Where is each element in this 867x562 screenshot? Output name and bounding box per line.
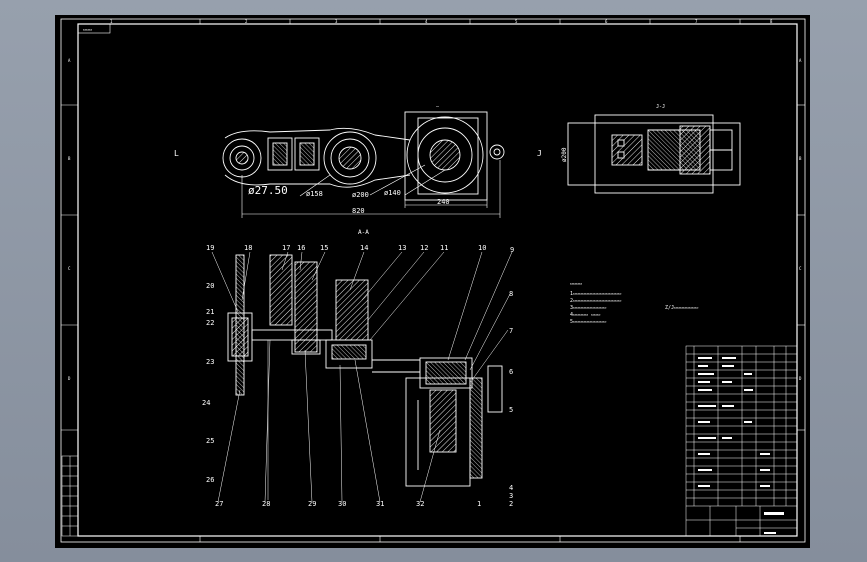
dimension-length-240: 240 (437, 198, 450, 206)
part-number: 28 (262, 500, 270, 508)
leader-lines (211, 251, 513, 503)
grid-letter: D (799, 376, 802, 381)
part-number: 27 (215, 500, 223, 508)
grid-letter: D (68, 376, 71, 381)
technical-notes: ▭▭▭▭ 1▭▭▭▭▭▭▭▭▭▭▭▭▭▭▭▭ 2▭▭▭▭▭▭▭▭▭▭▭▭▭▭▭▭… (570, 281, 698, 325)
top-view-title: — (436, 104, 440, 110)
part-number: 11 (440, 244, 448, 252)
part-number: 19 (206, 244, 214, 252)
note-extra: Z/J▭▭▭▭▭▭▭▭ (665, 305, 698, 311)
corner-label: ▭▭▭ (83, 27, 92, 33)
part-number: 23 (206, 358, 214, 366)
grid-number: 2 (245, 19, 248, 24)
note-line: 3▭▭▭▭▭▭▭▭▭▭▭ (570, 305, 606, 311)
sheet-outer-border (60, 18, 806, 543)
part-number: 8 (509, 290, 513, 298)
note-line: 1▭▭▭▭▭▭▭▭▭▭▭▭▭▭▭▭ (570, 291, 621, 297)
part-number: 2 (509, 500, 513, 508)
dimension-diameter-200: ø200 (352, 191, 369, 199)
grid-number: 6 (605, 19, 608, 24)
part-number: 6 (509, 368, 513, 376)
parts-list-cell-text (698, 357, 784, 534)
dimension-diameter-140: ø140 (384, 189, 401, 197)
grid-letter: C (799, 266, 802, 271)
part-number: 15 (320, 244, 328, 252)
part-number: 9 (510, 246, 514, 254)
grid-reference-labels: 1 2 3 4 5 6 7 8 A B C D A B C D (68, 19, 802, 381)
part-number: 20 (206, 282, 214, 290)
dimension-side-200: ø200 (561, 147, 568, 162)
part-number: 32 (416, 500, 424, 508)
part-number: 29 (308, 500, 316, 508)
base-plate (404, 111, 488, 201)
sheet-inner-border (77, 23, 798, 537)
grid-number: 1 (110, 19, 113, 24)
section-view (227, 254, 503, 500)
grid-letter: A (68, 58, 71, 63)
part-number: 24 (202, 399, 210, 407)
corner-label-box (77, 23, 111, 34)
grid-number: 8 (770, 19, 773, 24)
left-strip-table (61, 455, 79, 537)
note-line: 4▭▭▭▭▭ ▭▭▭ (570, 312, 600, 318)
notes-heading: ▭▭▭▭ (570, 281, 582, 287)
part-number: 1 (477, 500, 481, 508)
grid-number: 4 (425, 19, 428, 24)
part-number: 30 (338, 500, 346, 508)
note-line: 5▭▭▭▭▭▭▭▭▭▭▭ (570, 319, 606, 325)
grid-number: 3 (335, 19, 338, 24)
note-line: 2▭▭▭▭▭▭▭▭▭▭▭▭▭▭▭▭ (570, 298, 621, 304)
view-marker-right: J (537, 149, 542, 158)
side-view (567, 114, 741, 194)
grid-number: 5 (515, 19, 518, 24)
part-number: 26 (206, 476, 214, 484)
part-number: 4 (509, 484, 513, 492)
part-number: 14 (360, 244, 368, 252)
view-marker-left: L (174, 149, 179, 158)
dimension-length-820: 820 (352, 207, 365, 215)
grid-letter: A (799, 58, 802, 63)
part-number: 13 (398, 244, 406, 252)
part-number: 18 (244, 244, 252, 252)
part-number: 3 (509, 492, 513, 500)
part-number: 22 (206, 319, 214, 327)
part-number: 25 (206, 437, 214, 445)
part-number: 31 (376, 500, 384, 508)
grid-letter: B (68, 156, 71, 161)
dimension-diameter-158: ø158 (306, 190, 323, 198)
part-number: 12 (420, 244, 428, 252)
part-number: 10 (478, 244, 486, 252)
dimension-diameter-large: ø27.50 (248, 184, 288, 197)
side-view-title: J-J (656, 104, 665, 110)
part-number: 17 (282, 244, 290, 252)
section-view-title: A-A (358, 229, 369, 236)
parts-list-table (685, 345, 798, 537)
grid-letter: C (68, 266, 71, 271)
part-number-labels: 19 18 17 16 15 14 13 12 11 10 9 20 21 22… (202, 244, 514, 508)
grid-letter: B (799, 156, 802, 161)
middle-joint-circle (323, 131, 377, 185)
part-number: 21 (206, 308, 214, 316)
part-number: 16 (297, 244, 305, 252)
drawing-sheet (55, 15, 810, 548)
grid-number: 7 (695, 19, 698, 24)
part-number: 5 (509, 406, 513, 414)
border-grid-ticks (61, 19, 805, 542)
top-view (222, 111, 505, 218)
part-number: 7 (509, 327, 513, 335)
